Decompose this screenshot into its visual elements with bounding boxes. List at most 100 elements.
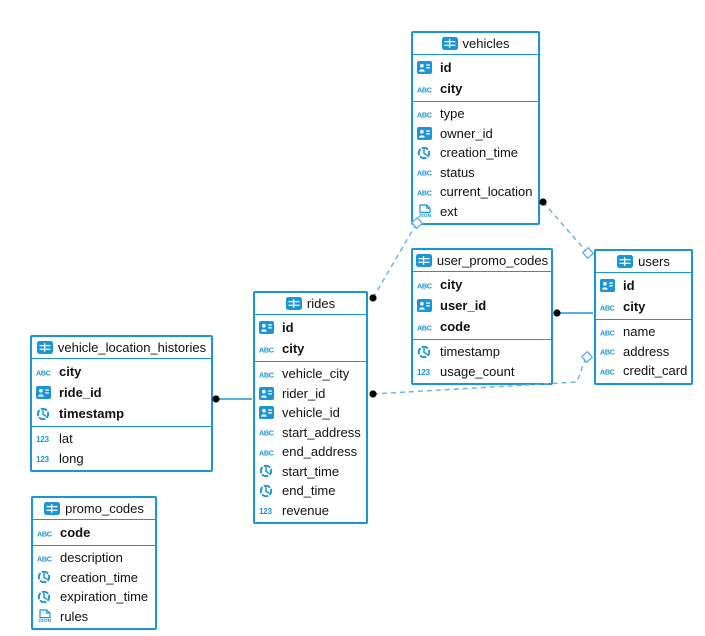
svg-text:123: 123 (36, 435, 50, 444)
svg-text:ABC: ABC (417, 281, 432, 290)
column-name: start_address (282, 424, 361, 440)
columns-section: timestamp 123 usage_count (413, 340, 551, 383)
column-row: ABC vehicle_city (255, 364, 366, 384)
column-row: rider_id (255, 384, 366, 404)
column-name: user_id (440, 298, 487, 313)
text-type-icon: ABC (37, 528, 56, 538)
table-icon (617, 255, 634, 268)
column-row: user_id (413, 295, 551, 316)
column-name: vehicle_city (282, 366, 350, 382)
column-row: JSON rules (33, 607, 155, 627)
text-type-icon: ABC (259, 344, 278, 354)
column-row: ride_id (32, 382, 211, 403)
column-name: status (440, 164, 475, 180)
text-type-icon: ABC (259, 447, 278, 457)
timestamp-type-icon (259, 484, 278, 498)
table-icon (285, 297, 302, 310)
table-name: rides (306, 296, 336, 311)
column-row: 123 usage_count (413, 362, 551, 382)
column-row: creation_time (413, 143, 538, 163)
column-name: timestamp (59, 406, 125, 421)
svg-text:ABC: ABC (259, 370, 274, 379)
column-row: timestamp (413, 342, 551, 362)
text-type-icon: ABC (600, 346, 619, 357)
table-name: users (638, 254, 670, 269)
column-name: type (440, 106, 465, 122)
table-name: promo_codes (65, 501, 144, 516)
svg-text:ABC: ABC (600, 303, 615, 312)
column-row: timestamp (32, 403, 211, 424)
number-type-icon: 123 (417, 366, 436, 377)
column-row: id (413, 57, 538, 78)
column-row: ABC type (413, 104, 538, 124)
column-row: ABC city (413, 274, 551, 295)
table-header[interactable]: rides (255, 293, 366, 315)
json-type-icon: JSON (37, 609, 56, 623)
table-header[interactable]: vehicles (413, 33, 538, 55)
table-header[interactable]: users (596, 251, 691, 273)
svg-text:ABC: ABC (417, 169, 432, 178)
column-name: rules (60, 608, 89, 624)
column-row: id (255, 317, 366, 338)
column-row: ABC status (413, 163, 538, 183)
svg-text:123: 123 (36, 455, 50, 464)
table-header[interactable]: user_promo_codes (413, 250, 551, 272)
relationship-dot-marker (553, 309, 561, 317)
column-name: address (623, 343, 670, 359)
column-name: city (440, 81, 463, 96)
column-row: ABC city (596, 296, 691, 317)
svg-text:ABC: ABC (600, 348, 615, 357)
text-type-icon: ABC (37, 553, 56, 563)
column-name: city (623, 299, 646, 314)
column-name: description (60, 550, 123, 566)
svg-text:ABC: ABC (259, 429, 274, 438)
number-type-icon: 123 (36, 433, 55, 444)
text-type-icon: ABC (259, 427, 278, 438)
table-icon (44, 502, 61, 515)
column-name: city (440, 277, 463, 292)
column-row: ABC city (413, 78, 538, 99)
column-name: usage_count (440, 363, 515, 379)
column-name: id (440, 60, 452, 75)
column-name: ride_id (59, 385, 102, 400)
svg-text:ABC: ABC (37, 529, 52, 538)
text-type-icon: ABC (417, 84, 436, 94)
text-type-icon: ABC (600, 327, 619, 337)
table-header[interactable]: promo_codes (33, 498, 155, 520)
text-type-icon: ABC (36, 367, 55, 377)
column-row: expiration_time (33, 587, 155, 607)
svg-text:JSON: JSON (418, 213, 432, 218)
columns-section: ABC description creation_time expiration_ti… (33, 546, 155, 628)
relationship-dot-marker (369, 390, 377, 398)
table-name: vehicle_location_histories (57, 340, 207, 355)
column-row: ABC address (596, 342, 691, 362)
column-name: creation_time (60, 569, 139, 585)
column-name: start_time (282, 463, 340, 479)
relationship-line-rides-vehicles (372, 225, 416, 299)
svg-text:ABC: ABC (417, 110, 432, 119)
table-header[interactable]: vehicle_location_histories (32, 337, 211, 359)
json-type-icon: JSON (417, 204, 436, 218)
column-row: ABC description (33, 548, 155, 568)
timestamp-type-icon (417, 146, 436, 160)
